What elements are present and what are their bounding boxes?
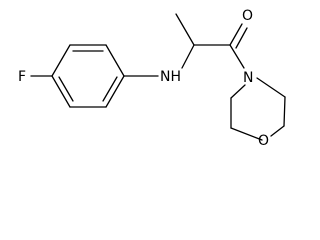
bond — [256, 77, 286, 98]
bond — [105, 44, 125, 77]
bond-n-c — [181, 44, 195, 69]
bond — [230, 84, 246, 99]
bond-c-o-double — [235, 27, 248, 49]
bond-c-o-double — [229, 23, 243, 46]
bond — [230, 127, 263, 141]
morpholine-oxygen-label: O — [258, 133, 269, 149]
bond — [51, 44, 71, 77]
structure-diagram: F NH O N O — [18, 8, 286, 149]
bond — [105, 75, 125, 108]
morpholine-nitrogen-label: N — [243, 70, 253, 86]
double-bond-inner — [58, 76, 74, 102]
amine-label: NH — [160, 69, 181, 85]
bond-c-n-amide — [229, 44, 245, 69]
bond-methyl — [175, 13, 195, 46]
carbonyl-oxygen-label: O — [242, 8, 253, 24]
fluorine-label: F — [18, 69, 26, 85]
bond — [270, 125, 285, 137]
double-bond-inner — [102, 76, 118, 102]
benzene-ring — [51, 44, 125, 108]
bond — [283, 96, 286, 127]
bond — [51, 75, 71, 108]
morpholine-ring — [230, 77, 286, 141]
